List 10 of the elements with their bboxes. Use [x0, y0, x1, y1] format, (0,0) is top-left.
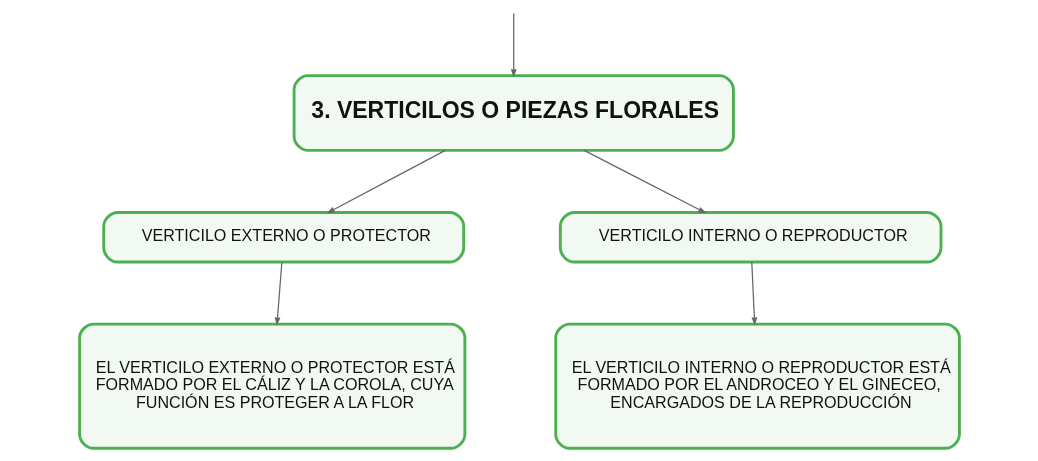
- arrow: [326, 149, 446, 214]
- arrow: [274, 261, 282, 326]
- node-box: 3. VERTICILOS O PIEZAS FLORALES: [292, 74, 735, 152]
- node-box: EL VERTICILO EXTERNO O PROTECTOR ESTÁ FORMADO POR EL CÁLIZ Y LA COROLA, CUYA FUNCIÓN ES PROTEGER A LA FLOR: [77, 322, 466, 450]
- arrow: [583, 149, 706, 214]
- arrow: [750, 261, 757, 326]
- node-box: VERTICILO EXTERNO O PROTECTOR: [101, 211, 465, 264]
- node-box: VERTICILO INTERNO O REPRODUCTOR: [558, 211, 942, 264]
- node-box: EL VERTICILO INTERNO O REPRODUCTOR ESTÁ FORMADO POR EL ANDROCEO Y EL GINECEO, ENCARGADOS DE LA REPRODUCCIÓN: [553, 322, 961, 450]
- arrow: [510, 13, 517, 78]
